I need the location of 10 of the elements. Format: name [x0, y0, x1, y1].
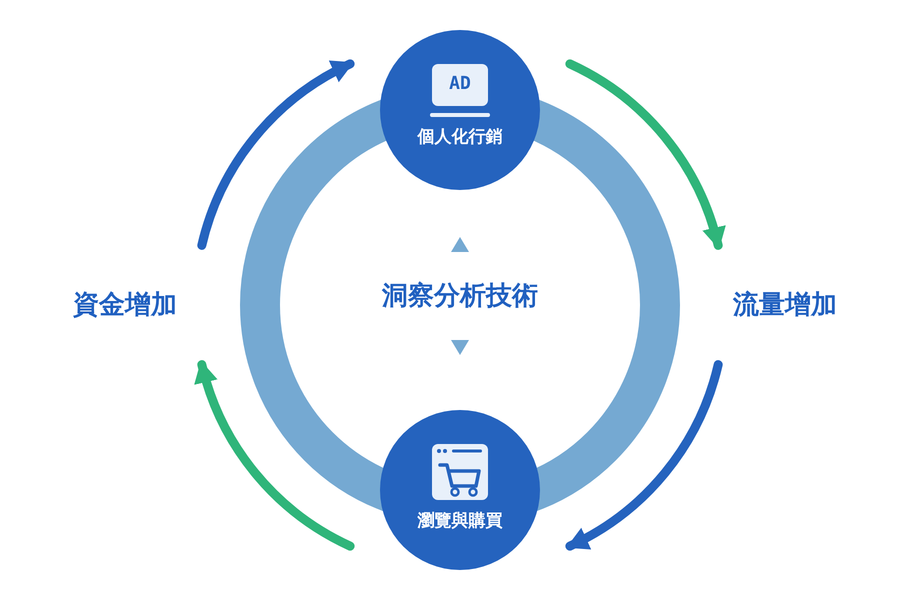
arrow: [195, 360, 355, 551]
center-label: 洞察分析技術: [380, 280, 539, 313]
arrow: [197, 59, 355, 250]
arrow: [565, 360, 723, 551]
icon-text: AD: [448, 73, 472, 95]
arrow: [565, 59, 725, 250]
cycle-label: 資金增加: [72, 289, 178, 322]
node-label: 瀏覽與購買: [416, 510, 504, 532]
cycle-label: 流量增加: [732, 289, 838, 322]
node-label: 個人化行銷: [416, 126, 504, 148]
